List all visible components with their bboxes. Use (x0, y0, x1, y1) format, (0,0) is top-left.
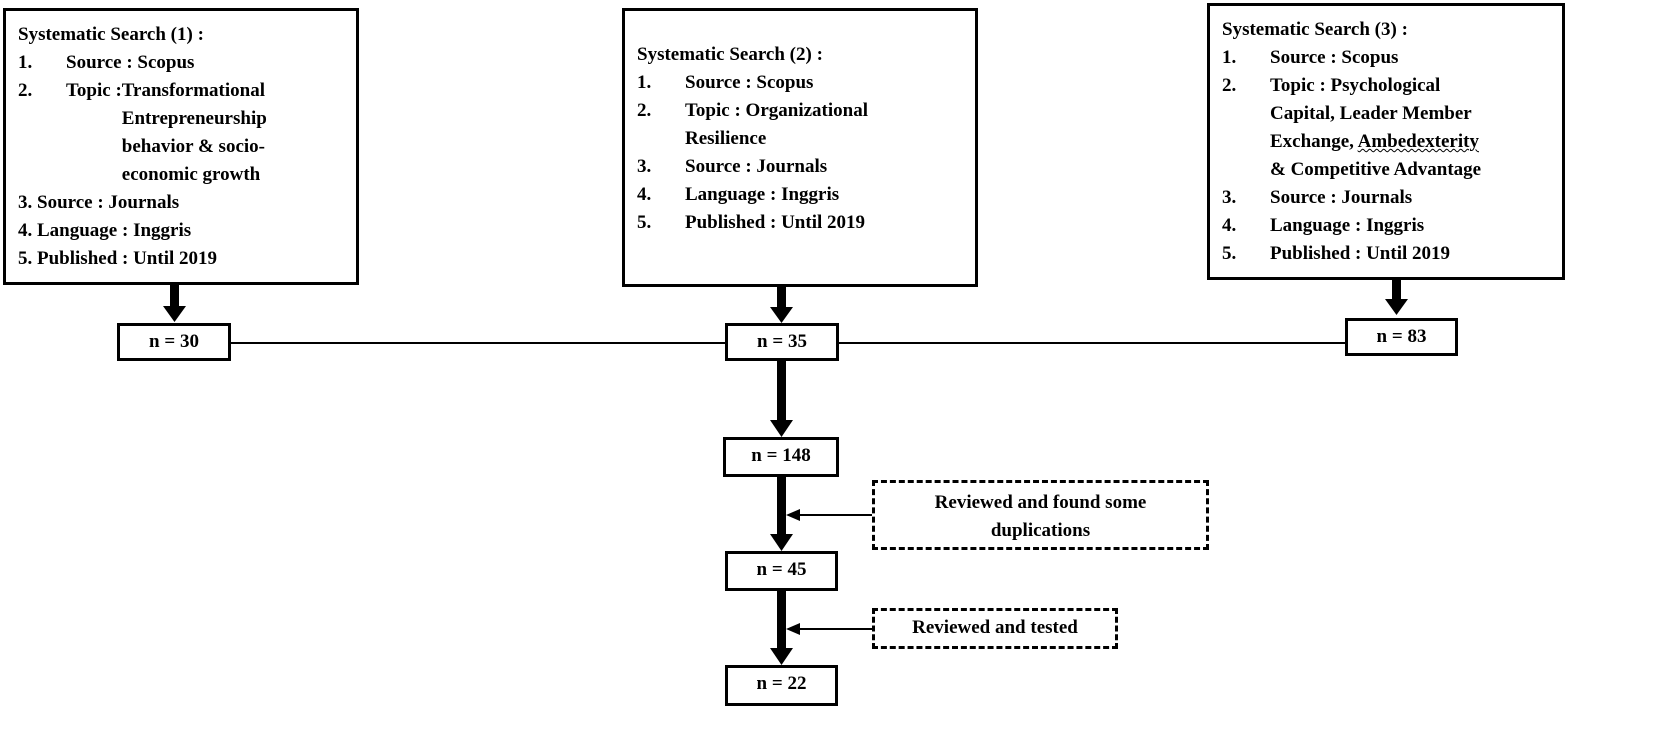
search-1-item-2: 2. Topic : Transformational Entrepreneur… (18, 80, 267, 185)
arrow-n45-to-n22 (770, 591, 793, 665)
arrow-n148-to-n45 (770, 477, 793, 551)
search-2-title: Systematic Search (2) : (637, 44, 823, 65)
search-box-1: Systematic Search (1) : 1. Source : Scop… (3, 8, 359, 285)
arrow-tested-note (786, 623, 872, 635)
count-box-search-3: n = 83 (1345, 318, 1458, 356)
note-dedup: Reviewed and found some duplications (872, 480, 1209, 550)
search-1-item-4: 4. Language : Inggris (18, 220, 192, 241)
arrow-search1-to-n30 (163, 284, 186, 322)
count-box-search-2: n = 35 (725, 323, 839, 361)
search-3-item-4: 4. Language : Inggris (1222, 215, 1425, 236)
search-2-item-2-cont: Resilience (685, 128, 767, 149)
search-1-item-5: 5. Published : Until 2019 (18, 248, 218, 269)
arrow-search2-to-n35 (770, 286, 793, 323)
search-2-item-4: 4. Language : Inggris (637, 184, 840, 205)
search-box-3: Systematic Search (3) : 1. Source : Scop… (1207, 3, 1565, 280)
count-box-combined: n = 148 (723, 437, 839, 477)
search-2-item-2: 2. Topic : Organizational (637, 100, 868, 121)
note-tested: Reviewed and tested (872, 608, 1118, 649)
count-box-after-dedup: n = 45 (725, 551, 838, 591)
search-1-item-3: 3. Source : Journals (18, 192, 180, 213)
arrow-search3-to-n83 (1385, 280, 1408, 315)
search-1-title: Systematic Search (1) : (18, 24, 204, 45)
arrow-n35-to-n148 (770, 361, 793, 437)
count-box-search-1: n = 30 (117, 323, 231, 361)
search-3-item-1: 1. Source : Scopus (1222, 47, 1399, 68)
count-box-final: n = 22 (725, 665, 838, 706)
search-box-2: Systematic Search (2) : 1. Source : Scop… (622, 8, 978, 287)
search-1-item-1: 1. Source : Scopus (18, 52, 195, 73)
search-2-item-3: 3. Source : Journals (637, 156, 828, 177)
search-3-item-2: 2. Topic : Psychological Capital, Leader… (1222, 75, 1482, 180)
search-3-title: Systematic Search (3) : (1222, 19, 1408, 40)
search-3-item-3: 3. Source : Journals (1222, 187, 1413, 208)
search-3-item-5: 5. Published : Until 2019 (1222, 243, 1451, 264)
search-2-item-1: 1. Source : Scopus (637, 72, 814, 93)
arrow-dedup-note (786, 509, 872, 521)
search-2-item-5: 5. Published : Until 2019 (637, 212, 866, 233)
